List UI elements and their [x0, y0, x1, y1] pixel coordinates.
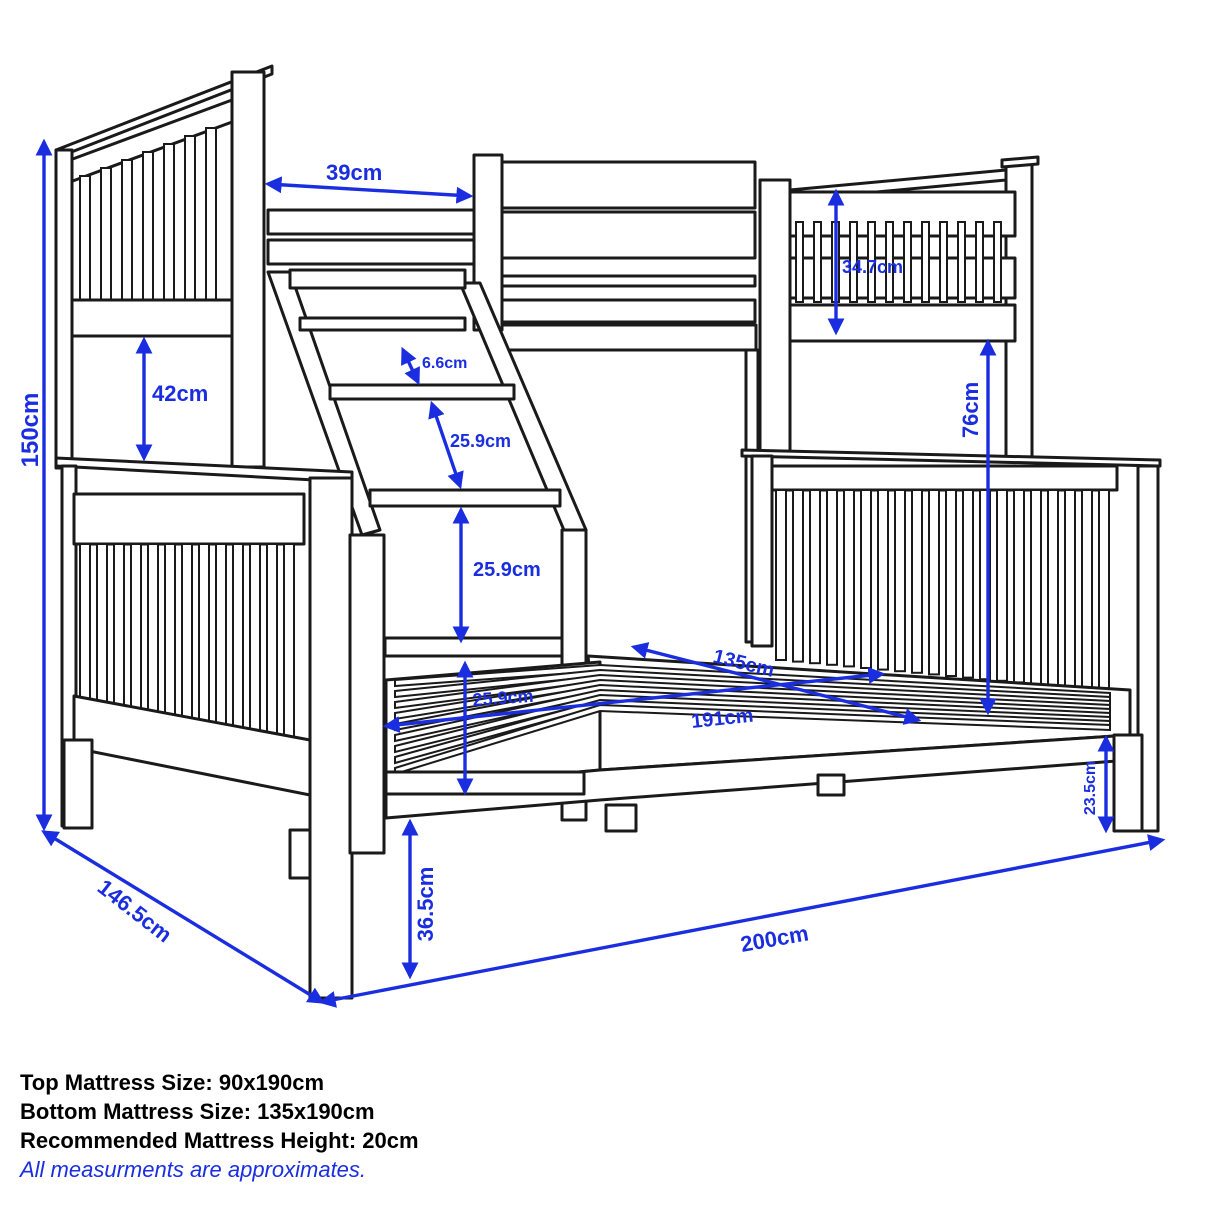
- floor-clearance-front-label: 36.5cm: [413, 867, 438, 942]
- right-footboard-slat: [792, 489, 804, 663]
- step-spacing-upper-arrow: [428, 400, 464, 490]
- rung-thickness-arrow: [401, 346, 420, 386]
- headboard-slat: [121, 159, 133, 301]
- right-footboard-slat: [1064, 489, 1076, 689]
- right-footboard-slat: [843, 489, 855, 668]
- guard-rail-slat: [813, 221, 822, 303]
- recommended-mattress-height: Recommended Mattress Height: 20cm: [20, 1128, 419, 1153]
- guard-rail-slat: [903, 221, 912, 303]
- overall-depth-label: 146.5cm: [93, 874, 177, 947]
- total-height-label: 150cm: [17, 393, 44, 468]
- guard-rail-slat: [885, 221, 894, 303]
- right-footboard-slat: [1098, 489, 1110, 692]
- headboard-slat: [79, 175, 91, 301]
- rung-thickness-label: 6.6cm: [422, 355, 467, 372]
- disclaimer: All measurments are approximates.: [20, 1157, 367, 1182]
- guard-rail-slat: [939, 221, 948, 303]
- guard-rail-slat: [795, 221, 804, 303]
- overall-length-label: 200cm: [739, 920, 811, 957]
- step-spacing-middle-label: 25.9cm: [473, 559, 541, 581]
- overall-length-arrow: [318, 834, 1166, 1008]
- right-footboard-slat: [894, 489, 906, 673]
- dimension-labels: 150cm 39cm 34.7cm 42cm 6.6cm 25.9cm 25.9…: [17, 160, 1099, 957]
- right-footboard-slat: [1013, 489, 1025, 684]
- right-footboard-slat: [996, 489, 1008, 682]
- dimension-lines: [35, 138, 1166, 1008]
- bed-drawing: [54, 64, 1162, 1000]
- bottom-bunk-clearance-label: 76cm: [958, 382, 983, 438]
- headboard-slat: [142, 151, 154, 301]
- headboard-gap-label: 42cm: [152, 381, 208, 406]
- right-footboard-slat: [877, 489, 889, 671]
- mattress-notes: Top Mattress Size: 90x190cm Bottom Mattr…: [20, 1068, 720, 1184]
- right-footboard-slat: [826, 489, 838, 666]
- floor-clearance-back-label: 23.5cm: [1082, 761, 1099, 815]
- headboard-slat: [184, 135, 196, 301]
- right-footboard-slat: [860, 489, 872, 669]
- guard-rail-slat: [849, 221, 858, 303]
- headboard-slat: [100, 167, 112, 301]
- guard-rail-height-label: 34.7cm: [842, 257, 903, 277]
- guard-rail-slat: [957, 221, 966, 303]
- right-footboard-slat: [962, 489, 974, 679]
- guard-rail-slat: [993, 221, 1002, 303]
- guard-rail-slat: [921, 221, 930, 303]
- overall-depth-arrow: [41, 830, 325, 1004]
- right-footboard-slat: [809, 489, 821, 665]
- right-footboard-slat: [945, 489, 957, 677]
- right-footboard-slat: [1047, 489, 1059, 687]
- bottom-length-arrow: [382, 666, 886, 734]
- top-rail-gap-arrow: [264, 176, 474, 204]
- bottom-mattress-size: Bottom Mattress Size: 135x190cm: [20, 1099, 375, 1124]
- guard-rail-slat: [975, 221, 984, 303]
- top-mattress-size: Top Mattress Size: 90x190cm: [20, 1070, 325, 1095]
- headboard-slat: [205, 127, 217, 301]
- right-footboard-slat: [911, 489, 923, 674]
- top-rail-gap-label: 39cm: [326, 160, 382, 185]
- guard-rail-slat: [867, 221, 876, 303]
- step-spacing-upper-label: 25.9cm: [450, 431, 511, 451]
- step-spacing-lower-label: 25.9cm: [472, 686, 534, 710]
- right-footboard-slat: [1081, 489, 1093, 690]
- right-footboard-slat: [775, 489, 787, 661]
- headboard-slat: [163, 143, 175, 301]
- right-footboard-slat: [928, 489, 940, 676]
- right-footboard-slat: [1030, 489, 1042, 685]
